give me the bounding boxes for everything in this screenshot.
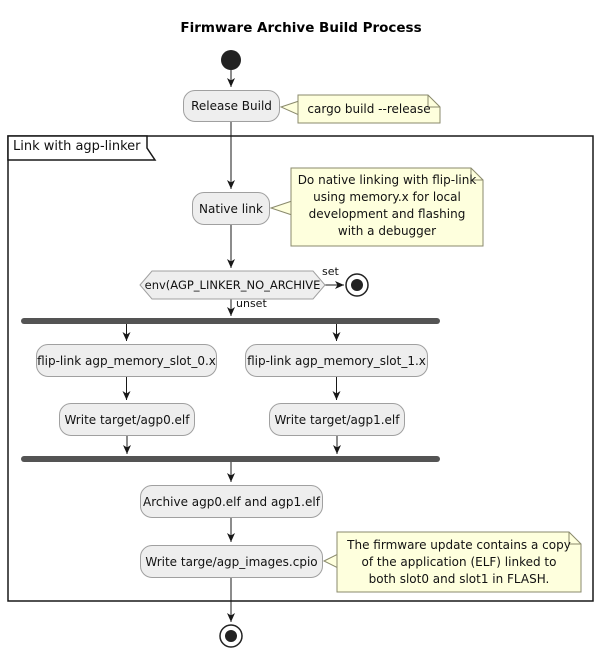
flow-arrows bbox=[122, 70, 344, 622]
start-node bbox=[221, 50, 241, 70]
partition-label: Link with agp-linker bbox=[13, 139, 141, 154]
activity-native-link: Native link bbox=[192, 192, 270, 225]
edge-label-set: set bbox=[322, 265, 339, 278]
note-release-build-text: cargo build --release bbox=[307, 102, 431, 116]
condition-hexagon bbox=[139, 270, 326, 300]
partition-frame bbox=[7, 135, 594, 602]
condition-label: env(AGP_LINKER_NO_ARCHIVE bbox=[144, 278, 321, 292]
note-release-build bbox=[297, 94, 441, 124]
activity-write-agp1: Write target/agp1.elf bbox=[269, 403, 405, 436]
activity-flip-link-slot1: flip-link agp_memory_slot_1.x bbox=[245, 344, 428, 377]
note-native-link-fold-icon bbox=[470, 168, 483, 181]
join-bar bbox=[21, 456, 440, 462]
activity-archive: Archive agp0.elf and agp1.elf bbox=[140, 485, 323, 518]
note-write-cpio-fold-icon bbox=[568, 532, 581, 545]
stop-node-set bbox=[345, 273, 369, 297]
note-native-link bbox=[290, 167, 484, 247]
partition-tab bbox=[7, 135, 157, 161]
note-write-cpio-text: The firmware update contains a copy of t… bbox=[347, 538, 571, 586]
edge-label-unset: unset bbox=[236, 297, 267, 310]
activity-write-cpio: Write targe/agp_images.cpio bbox=[140, 545, 323, 578]
diagram-title: Firmware Archive Build Process bbox=[180, 20, 422, 36]
activity-write-agp0: Write target/agp0.elf bbox=[59, 403, 195, 436]
fork-bar bbox=[21, 318, 440, 324]
activity-release-build: Release Build bbox=[183, 90, 280, 122]
note-release-build-fold-icon bbox=[427, 95, 440, 108]
note-shapes bbox=[290, 94, 582, 593]
note-native-link-text: Do native linking with flip-link using m… bbox=[297, 173, 477, 238]
activity-flip-link-slot0: flip-link agp_memory_slot_0.x bbox=[36, 344, 217, 377]
note-write-cpio bbox=[336, 531, 582, 593]
end-node bbox=[219, 624, 243, 648]
